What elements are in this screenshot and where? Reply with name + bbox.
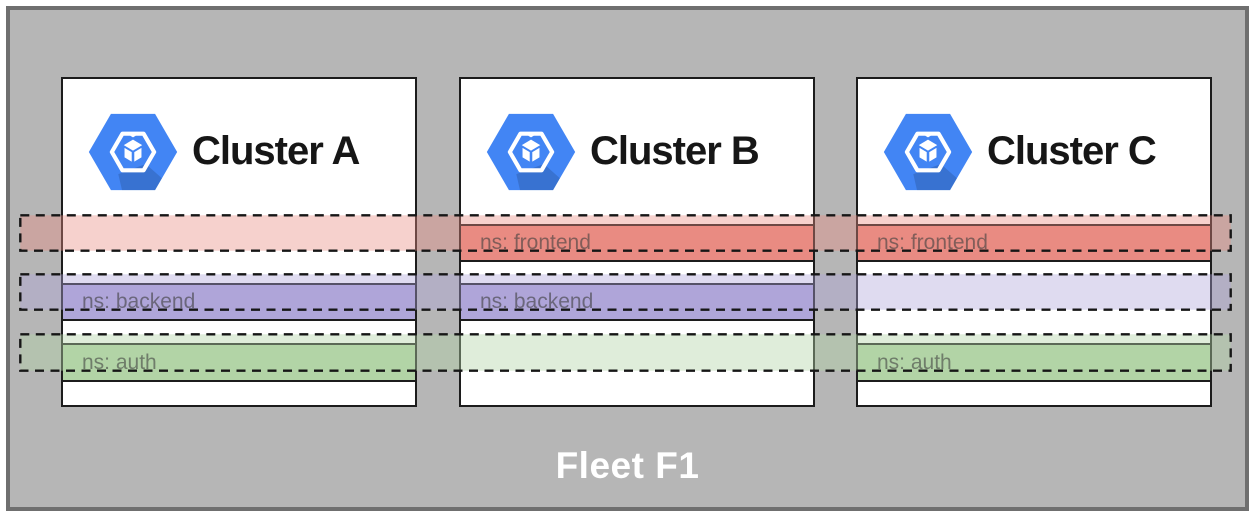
namespace-row-backend: ns: backend <box>459 283 815 321</box>
namespace-row-frontend: ns: frontend <box>459 224 815 262</box>
fleet-label: Fleet F1 <box>555 445 700 486</box>
cluster-card-b: Cluster B ns: frontend ns: backend <box>459 77 815 407</box>
namespace-row-label: ns: auth <box>877 350 952 374</box>
namespace-row-label: ns: auth <box>82 350 157 374</box>
namespace-row-label: ns: backend <box>480 290 594 313</box>
cluster-card-c: Cluster C ns: frontend ns: auth <box>856 77 1212 407</box>
cluster-header: Cluster A <box>63 79 415 224</box>
gke-cluster-icon <box>883 113 973 190</box>
gke-cluster-icon <box>88 113 178 190</box>
gke-cluster-icon <box>486 113 576 190</box>
namespace-row-label: ns: frontend <box>480 231 591 254</box>
namespace-row-backend: ns: backend <box>61 283 417 321</box>
namespace-row-auth: ns: auth <box>61 343 417 382</box>
namespace-row-frontend: ns: frontend <box>856 224 1212 262</box>
cluster-title: Cluster A <box>192 129 360 173</box>
cluster-header: Cluster B <box>461 79 813 224</box>
namespace-row-label: ns: backend <box>82 290 196 313</box>
cluster-card-a: Cluster A ns: backend ns: auth <box>61 77 417 407</box>
cluster-title: Cluster C <box>987 129 1157 173</box>
namespace-row-auth: ns: auth <box>856 343 1212 382</box>
cluster-title: Cluster B <box>590 129 760 173</box>
fleet-container: Cluster A ns: backend ns: auth <box>6 6 1249 511</box>
namespace-row-label: ns: frontend <box>877 231 988 254</box>
cluster-header: Cluster C <box>858 79 1210 224</box>
